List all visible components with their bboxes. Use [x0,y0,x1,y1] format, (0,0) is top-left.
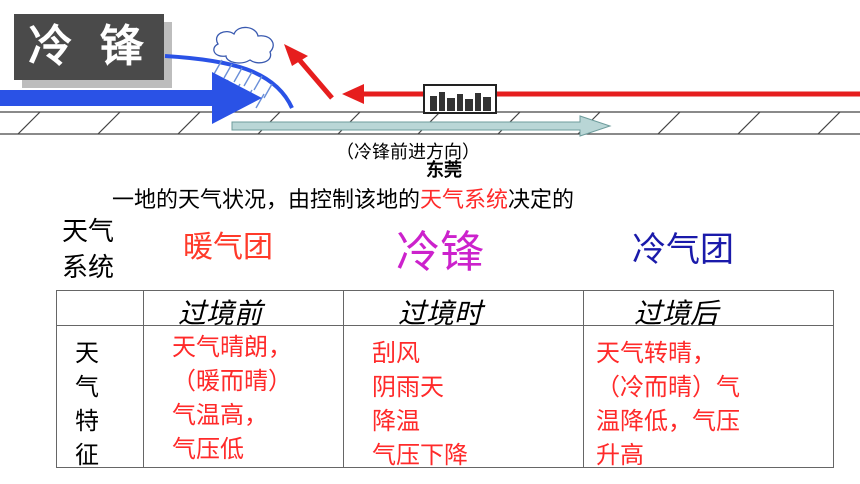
during-line: 降温 [372,407,420,435]
intro-highlight: 天气系统 [420,188,509,213]
weather-system-label: 天气系统 [62,217,115,283]
warm-updraft-head [284,44,308,66]
cold-front-label: 冷锋 [396,227,484,278]
table-col-divider-1 [143,291,144,467]
before-line: 气压低 [172,435,244,463]
front-direction-label: （冷锋前进方向） [336,142,480,163]
table-header-divider [57,325,833,326]
during-cell: 刮风 阴雨天 降温 气压下降 [372,336,468,472]
intro-prefix: 一地的天气状况，由控制该地的 [112,188,421,213]
after-line: 温降低，气压 [596,407,740,435]
city-buildings-icon [430,92,491,111]
cold-front-diagram [0,26,860,137]
after-cell: 天气转晴， （冷而晴）气 温降低，气压 升高 [596,336,740,472]
weather-feature-label: 天气特征 [75,339,99,469]
column-header-before: 过境前 [178,297,263,330]
slide-title: 冷 锋 [28,21,150,72]
warm-air-mass-label: 暖气团 [183,230,273,265]
table-col-divider-3 [583,291,584,467]
during-line: 阴雨天 [372,373,444,401]
warm-updraft-line [294,54,334,100]
frontal-surface [164,54,294,109]
column-header-during: 过境时 [398,297,483,330]
before-line: （暖而晴） [172,367,292,395]
warm-air-head [342,84,364,104]
city-label: 东莞 [426,160,462,181]
weather-feature-table [56,290,834,468]
cloud-icon [213,26,274,64]
after-line: 天气转晴， [596,339,716,367]
after-line: （冷而晴）气 [596,373,740,401]
front-direction-arrow [231,115,612,137]
intro-sentence: 一地的天气状况，由控制该地的天气系统决定的 [112,182,574,214]
table-col-divider-2 [343,291,344,467]
during-line: 刮风 [372,339,420,367]
cold-air-mass-label: 冷气团 [632,230,734,270]
before-cell: 天气晴朗， （暖而晴） 气温高， 气压低 [172,330,292,466]
before-line: 气温高， [172,401,268,429]
after-line: 升高 [596,441,644,469]
before-line: 天气晴朗， [172,333,292,361]
column-header-after: 过境后 [634,297,719,330]
during-line: 气压下降 [372,441,468,469]
cold-air-arrow [0,72,262,124]
intro-suffix: 决定的 [508,188,575,213]
title-box [14,14,164,80]
